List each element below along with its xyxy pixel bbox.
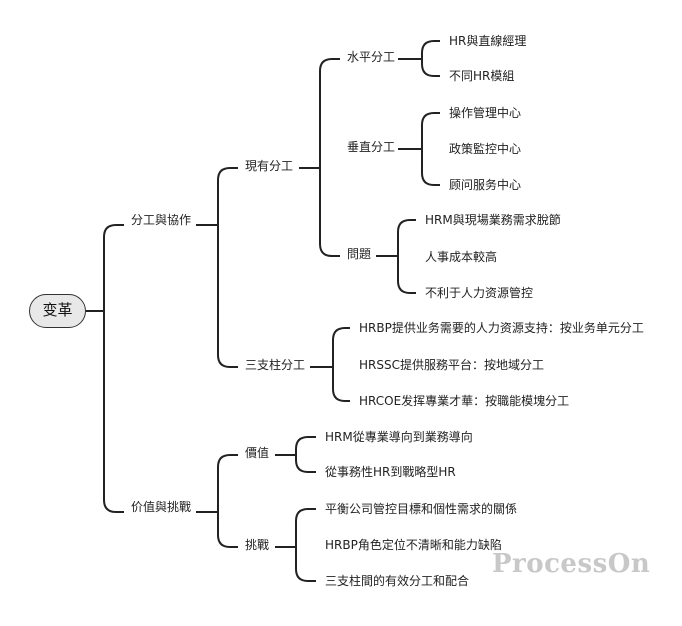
leaf-hrssc[interactable]: HRSSC提供服務平台：按地域分工 bbox=[359, 358, 544, 372]
node-vertical-division[interactable]: 垂直分工 bbox=[347, 140, 396, 154]
node-division-collaboration[interactable]: 分工與協作 bbox=[131, 213, 192, 227]
leaf-hr-control-difficulty[interactable]: 不利于人力资源管控 bbox=[425, 286, 534, 300]
leaf-business-oriented[interactable]: HRM從專業導向到業務導向 bbox=[325, 430, 473, 444]
leaf-hr-line-manager[interactable]: HR與直線經理 bbox=[449, 34, 527, 48]
node-value-challenge[interactable]: 价值與挑戰 bbox=[131, 500, 192, 514]
processon-watermark: ProcessOn bbox=[492, 549, 651, 579]
node-value[interactable]: 價值 bbox=[245, 446, 270, 460]
leaf-high-personnel-cost[interactable]: 人事成本較高 bbox=[425, 250, 498, 264]
node-horizontal-division[interactable]: 水平分工 bbox=[347, 50, 396, 64]
leaf-operation-center[interactable]: 操作管理中心 bbox=[449, 106, 522, 120]
leaf-strategic-hr[interactable]: 從事務性HR到戰略型HR bbox=[325, 465, 456, 479]
node-three-pillar-division[interactable]: 三支柱分工 bbox=[245, 358, 306, 372]
leaf-consulting-center[interactable]: 顾问服务中心 bbox=[449, 178, 522, 192]
leaf-hrbp[interactable]: HRBP提供业务需要的人力资源支持：按业务单元分工 bbox=[359, 321, 644, 335]
leaf-hrm-business-gap[interactable]: HRM與現場業務需求脫節 bbox=[425, 213, 561, 227]
leaf-policy-center[interactable]: 政策監控中心 bbox=[449, 142, 522, 156]
leaf-hr-modules[interactable]: 不同HR模組 bbox=[449, 69, 515, 83]
root-node[interactable]: 变革 bbox=[29, 294, 86, 328]
leaf-pillar-cooperation[interactable]: 三支柱間的有效分工和配合 bbox=[325, 574, 470, 588]
leaf-hrcoe[interactable]: HRCOE发挥專業才華：按職能模塊分工 bbox=[359, 394, 570, 408]
node-problems[interactable]: 問題 bbox=[347, 247, 372, 261]
node-challenge[interactable]: 挑戰 bbox=[245, 538, 270, 552]
leaf-hrbp-role[interactable]: HRBP角色定位不清晰和能力缺陷 bbox=[325, 538, 502, 552]
node-current-division[interactable]: 現有分工 bbox=[245, 159, 294, 173]
leaf-balance-control[interactable]: 平衡公司管控目標和個性需求的關係 bbox=[325, 502, 518, 516]
